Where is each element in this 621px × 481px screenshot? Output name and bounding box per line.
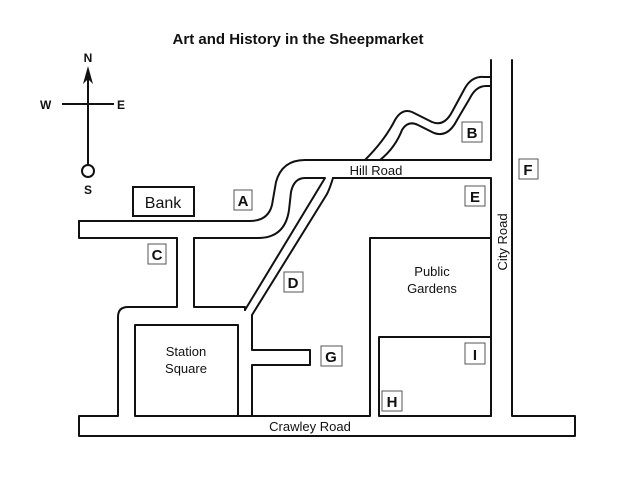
compass-east: E: [117, 98, 125, 112]
marker-d: D: [283, 271, 304, 293]
station-square-label-1: Station: [166, 344, 206, 359]
svg-text:D: D: [288, 275, 299, 292]
marker-b: B: [461, 121, 483, 143]
hill-road-label: Hill Road: [350, 163, 403, 178]
compass-icon: [62, 66, 114, 178]
compass-south: S: [84, 183, 92, 197]
bank-label: Bank: [145, 195, 182, 212]
svg-text:B: B: [467, 125, 478, 142]
svg-text:I: I: [473, 347, 477, 364]
marker-f: F: [518, 158, 539, 180]
svg-text:F: F: [523, 162, 532, 179]
public-gardens-label-1: Public: [414, 264, 450, 279]
svg-text:C: C: [152, 247, 163, 264]
roads: [78, 59, 576, 437]
svg-text:A: A: [238, 193, 249, 210]
public-gardens-label-2: Gardens: [407, 281, 457, 296]
marker-e: E: [464, 185, 486, 207]
map-title: Art and History in the Sheepmarket: [173, 31, 424, 48]
crawley-road-label: Crawley Road: [269, 419, 351, 434]
station-square-label-2: Square: [165, 361, 207, 376]
marker-i: I: [464, 342, 486, 365]
marker-g: G: [320, 345, 343, 367]
marker-h: H: [381, 390, 403, 412]
svg-text:E: E: [470, 189, 480, 206]
bank-box: [132, 186, 195, 217]
city-road-label: City Road: [495, 213, 510, 270]
marker-c: C: [147, 243, 167, 265]
marker-a: A: [233, 189, 253, 211]
svg-text:G: G: [325, 349, 337, 366]
compass-north: N: [84, 51, 93, 65]
svg-text:H: H: [387, 394, 398, 411]
compass-west: W: [40, 98, 52, 112]
